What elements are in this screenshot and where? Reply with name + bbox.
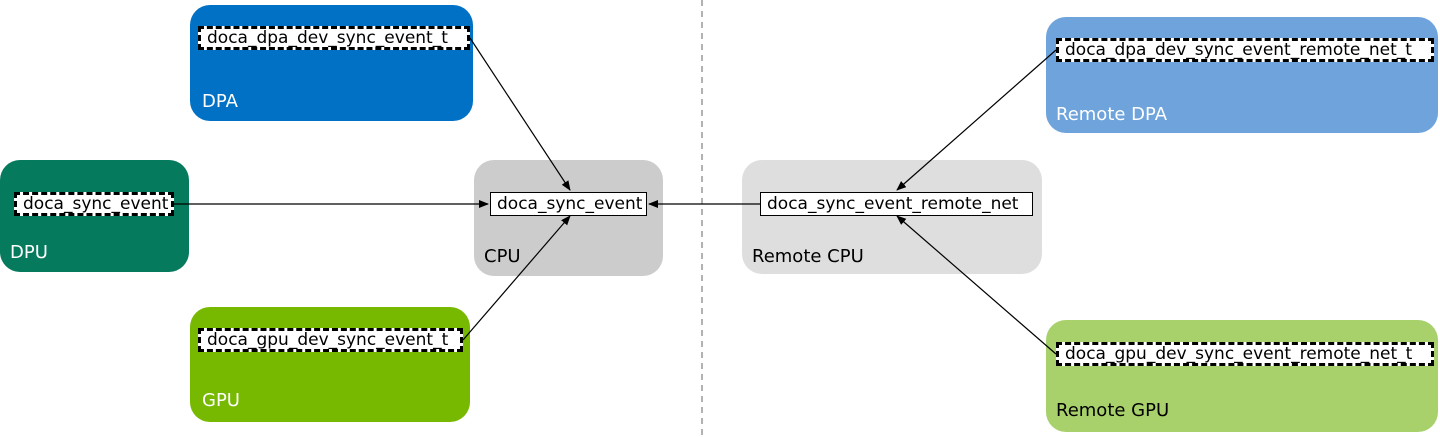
remote-cpu-label: Remote CPU [752, 246, 864, 267]
dpa-sync-event-object: doca_dpa_dev_sync_event_t [198, 26, 470, 50]
arrow-remote-dpa-to-remote-cpu [896, 49, 1057, 191]
gpu-block [190, 307, 470, 422]
dpu-sync-event-object: doca_sync_event [14, 192, 174, 216]
arrow-remote-gpu-to-remote-cpu [896, 215, 1057, 355]
arrow-gpu-to-cpu [462, 215, 571, 341]
cpu-label: CPU [484, 246, 521, 267]
remote-cpu-sync-event-object: doca_sync_event_remote_net [760, 192, 1033, 216]
remote-dpa-sync-event-object: doca_dpa_dev_sync_event_remote_net_t [1056, 38, 1434, 62]
remote-dpa-block [1046, 17, 1438, 133]
remote-dpa-label: Remote DPA [1056, 104, 1168, 125]
remote-gpu-sync-event-object: doca_gpu_dev_sync_event_remote_net_t [1056, 342, 1434, 366]
gpu-label: GPU [202, 390, 240, 411]
dpu-label: DPU [10, 242, 48, 263]
remote-gpu-block [1046, 320, 1438, 432]
gpu-sync-event-object: doca_gpu_dev_sync_event_t [198, 328, 463, 352]
cpu-sync-event-object: doca_sync_event [490, 192, 647, 216]
arrow-dpa-to-cpu [469, 37, 571, 191]
remote-cpu-block [742, 160, 1042, 274]
dpu-block [0, 160, 189, 272]
dpa-label: DPA [202, 91, 238, 112]
remote-gpu-label: Remote GPU [1056, 400, 1170, 421]
dpa-block: DPA [190, 5, 473, 121]
